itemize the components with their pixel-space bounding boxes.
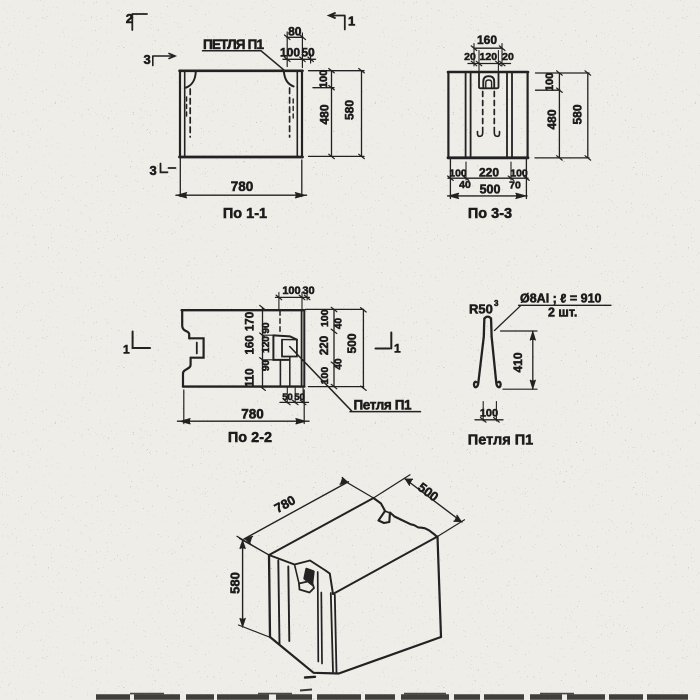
svg-text:500: 500 [480,183,501,197]
svg-text:160: 160 [477,33,497,47]
svg-text:ПЕТЛЯ П1: ПЕТЛЯ П1 [203,37,264,52]
svg-text:R50: R50 [469,302,493,317]
svg-text:90: 90 [261,322,272,334]
svg-text:100: 100 [280,46,300,60]
svg-text:100: 100 [318,70,330,88]
svg-text:2: 2 [126,11,133,26]
svg-text:500: 500 [345,333,359,353]
svg-text:780: 780 [231,179,254,194]
svg-text:160: 160 [245,335,257,354]
svg-text:20: 20 [464,51,476,63]
svg-text:1: 1 [348,14,355,29]
svg-text:110: 110 [245,368,257,387]
svg-text:90: 90 [261,360,272,372]
svg-text:100: 100 [282,285,300,297]
svg-text:40: 40 [334,358,345,370]
svg-text:50: 50 [282,392,293,403]
svg-text:410: 410 [511,352,525,372]
svg-text:580: 580 [343,100,357,120]
svg-text:100: 100 [480,408,498,420]
svg-text:50: 50 [294,392,305,403]
svg-text:780: 780 [241,406,264,421]
svg-text:120: 120 [480,51,498,63]
svg-text:По 2-2: По 2-2 [228,430,272,446]
svg-text:3: 3 [494,299,499,308]
svg-text:20: 20 [502,51,514,63]
svg-text:По 1-1: По 1-1 [223,206,267,222]
svg-text:3: 3 [144,52,151,67]
svg-text:580: 580 [228,572,243,594]
svg-text:100: 100 [449,168,467,180]
svg-text:170: 170 [245,312,257,331]
svg-text:Петля П1: Петля П1 [354,398,412,413]
svg-text:220: 220 [319,336,331,355]
svg-text:100: 100 [510,168,528,180]
svg-text:2 шт.: 2 шт. [548,306,577,320]
svg-text:580: 580 [571,104,585,124]
svg-text:30: 30 [302,285,314,297]
svg-text:100: 100 [544,73,556,91]
svg-text:100: 100 [319,309,331,327]
svg-text:1: 1 [394,342,401,356]
svg-text:50: 50 [301,46,315,60]
svg-text:120: 120 [261,336,272,353]
svg-text:Петля П1: Петля П1 [468,433,533,449]
svg-text:1: 1 [123,343,130,357]
svg-text:40: 40 [334,318,345,330]
svg-text:480: 480 [545,109,559,129]
svg-text:480: 480 [318,104,332,124]
svg-text:100: 100 [319,367,331,385]
svg-text:40: 40 [459,179,471,191]
svg-text:70: 70 [509,180,521,192]
svg-text:220: 220 [479,166,499,180]
svg-text:80: 80 [288,25,302,39]
svg-text:Ø8АI ; ℓ = 910: Ø8АI ; ℓ = 910 [520,292,602,306]
svg-text:По 3-3: По 3-3 [468,206,512,222]
svg-text:3: 3 [150,163,157,178]
